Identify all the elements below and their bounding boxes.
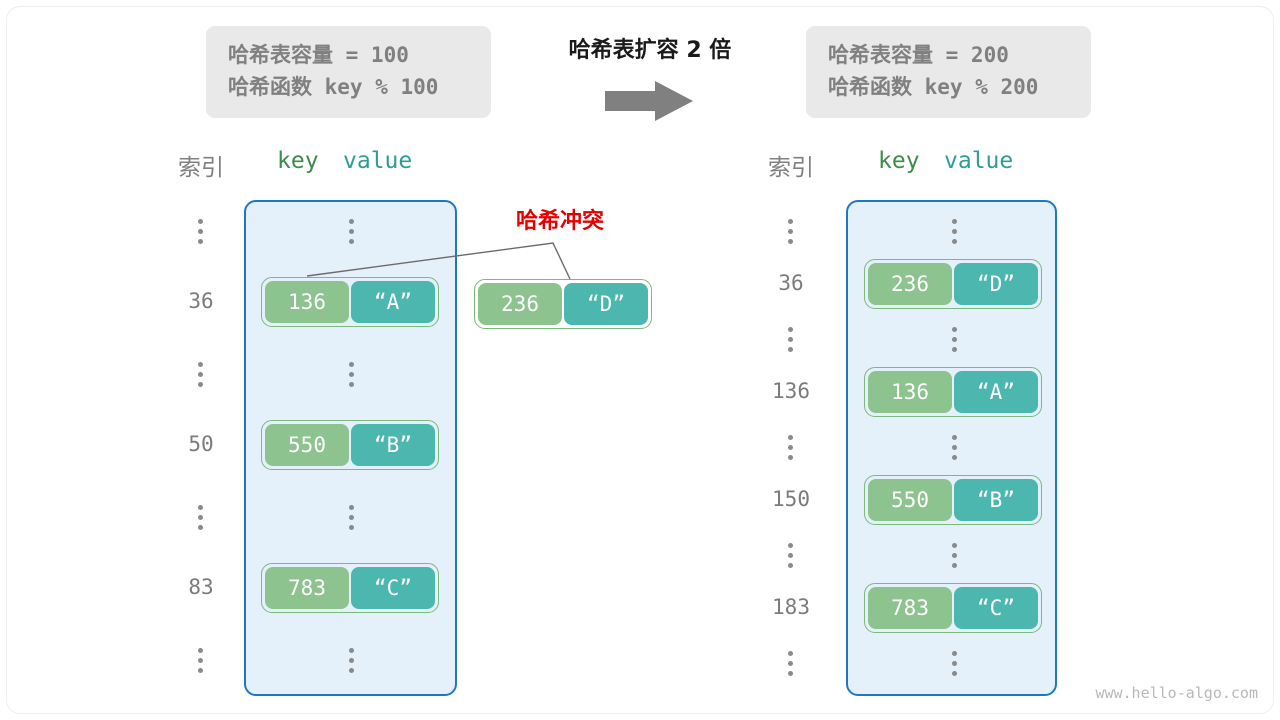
right-header-value: value xyxy=(944,148,1014,174)
key-cell: 236 xyxy=(868,263,952,305)
orphan-value-cell: “D” xyxy=(564,283,648,325)
collision-orphan-entry: 236 “D” xyxy=(474,279,652,329)
bucket-ellipsis xyxy=(349,648,355,673)
left-hash-function-line: 哈希函数 key % 100 xyxy=(228,75,439,99)
bucket-ellipsis xyxy=(952,435,958,460)
right-header-key: key xyxy=(878,148,920,174)
key-cell: 136 xyxy=(868,371,952,413)
bucket-ellipsis xyxy=(349,362,355,387)
right-row-index: 150 xyxy=(772,487,810,511)
bucket-ellipsis xyxy=(952,543,958,568)
left-row-index: 50 xyxy=(188,431,214,456)
index-ellipsis xyxy=(788,651,794,676)
right-hash-table-info-box: 哈希表容量 = 200 哈希函数 key % 200 xyxy=(806,26,1091,118)
left-entry: 550“B” xyxy=(261,419,439,470)
key-cell: 550 xyxy=(265,423,349,466)
left-entry: 136“A” xyxy=(261,276,439,327)
bucket-ellipsis xyxy=(952,219,958,244)
index-ellipsis xyxy=(788,327,794,352)
value-cell: “C” xyxy=(954,587,1038,629)
index-ellipsis xyxy=(788,219,794,244)
value-cell: “A” xyxy=(351,280,435,323)
left-hash-table-info-box: 哈希表容量 = 100 哈希函数 key % 100 xyxy=(206,26,491,118)
index-ellipsis xyxy=(198,648,204,673)
value-cell: “A” xyxy=(954,371,1038,413)
key-cell: 783 xyxy=(265,566,349,609)
right-row-index: 183 xyxy=(772,595,810,619)
collision-label: 哈希冲突 xyxy=(515,209,604,234)
bucket-ellipsis xyxy=(349,219,355,244)
left-header-index: 索引 xyxy=(178,155,224,181)
right-entry: 236“D” xyxy=(864,259,1042,309)
key-cell: 136 xyxy=(265,280,349,323)
watermark: www.hello-algo.com xyxy=(1095,684,1258,702)
left-row-index: 36 xyxy=(188,288,214,313)
value-cell: “D” xyxy=(954,263,1038,305)
left-header-value: value xyxy=(343,148,413,174)
right-row-index: 136 xyxy=(772,379,810,403)
left-capacity-line: 哈希表容量 = 100 xyxy=(228,43,409,67)
right-entry: 783“C” xyxy=(864,583,1042,633)
right-entry: 136“A” xyxy=(864,367,1042,417)
left-header-key: key xyxy=(277,148,319,174)
index-ellipsis xyxy=(198,362,204,387)
value-cell: “B” xyxy=(351,423,435,466)
page-title: 哈希表扩容 2 倍 xyxy=(568,38,732,63)
index-ellipsis xyxy=(788,435,794,460)
right-header-index: 索引 xyxy=(768,155,814,181)
index-ellipsis xyxy=(198,505,204,530)
right-row-index: 36 xyxy=(778,271,804,295)
orphan-key-cell: 236 xyxy=(478,283,562,325)
left-entry: 783“C” xyxy=(261,562,439,613)
key-cell: 550 xyxy=(868,479,952,521)
right-capacity-line: 哈希表容量 = 200 xyxy=(828,43,1009,67)
right-arrow-icon xyxy=(605,81,693,121)
key-cell: 783 xyxy=(868,587,952,629)
bucket-ellipsis xyxy=(952,651,958,676)
bucket-ellipsis xyxy=(349,505,355,530)
bucket-ellipsis xyxy=(952,327,958,352)
index-ellipsis xyxy=(788,543,794,568)
value-cell: “B” xyxy=(954,479,1038,521)
index-ellipsis xyxy=(198,219,204,244)
value-cell: “C” xyxy=(351,566,435,609)
right-hash-function-line: 哈希函数 key % 200 xyxy=(828,75,1039,99)
left-row-index: 83 xyxy=(188,574,214,599)
right-entry: 550“B” xyxy=(864,475,1042,525)
